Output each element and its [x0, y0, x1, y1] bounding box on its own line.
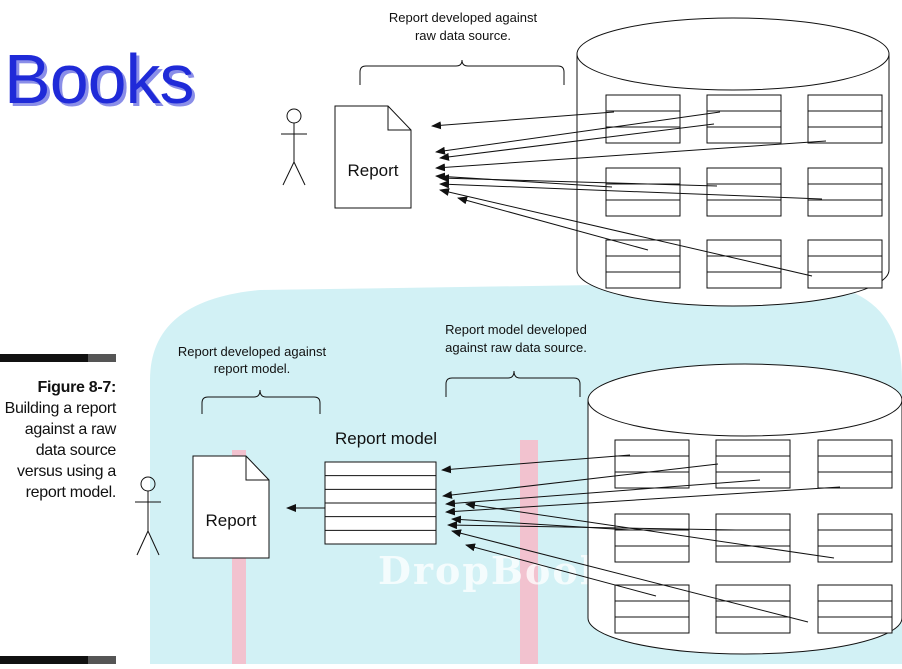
query-arrow	[439, 123, 715, 161]
figure-caption-text: Building a report against a raw data sou…	[4, 400, 117, 501]
bottom-query-arrows	[441, 454, 841, 623]
query-arrow	[439, 180, 823, 200]
db-table	[614, 584, 690, 634]
top-report-label: Report	[347, 161, 398, 180]
db-table	[706, 167, 782, 217]
query-arrow	[441, 454, 631, 474]
query-arrow	[439, 188, 813, 277]
bottom-section: Report developed against report model. R…	[135, 322, 902, 655]
query-arrow	[445, 479, 761, 508]
db-table	[817, 439, 893, 489]
top-user-stick-figure	[281, 108, 307, 186]
bottom-report-label: Report	[205, 511, 256, 530]
top-brace-label-line2: raw data source.	[415, 28, 511, 43]
report-model-grid	[324, 461, 437, 545]
bottom-left-brace-label-line2: report model.	[214, 361, 291, 376]
query-arrow	[431, 111, 615, 130]
query-arrow	[465, 501, 835, 559]
bottom-report-document-fold	[245, 456, 269, 481]
query-arrow	[445, 486, 841, 516]
watermark-books-text: Books	[4, 40, 195, 118]
bottom-right-brace-label-line2: against raw data source.	[445, 340, 587, 355]
db-table	[605, 239, 681, 289]
top-database-tables	[605, 94, 883, 289]
query-arrow	[451, 515, 631, 531]
bottom-report-document	[192, 455, 270, 559]
top-report-document-fold	[387, 106, 411, 131]
report-model-table	[324, 461, 437, 545]
top-report-document	[334, 105, 412, 209]
db-table	[706, 239, 782, 289]
query-arrow	[447, 521, 737, 531]
query-arrow	[451, 529, 809, 623]
query-arrow	[435, 172, 613, 188]
db-table	[807, 239, 883, 289]
db-table	[807, 94, 883, 144]
figure-label: Figure 8-7:	[37, 379, 117, 396]
watermark-stripe-right	[520, 440, 538, 664]
top-section: Report developed against raw data source…	[281, 10, 890, 307]
db-table	[614, 439, 690, 489]
query-arrow	[435, 111, 721, 155]
bottom-user-stick-figure	[135, 476, 161, 556]
query-arrow	[439, 174, 718, 187]
query-arrow	[442, 463, 719, 499]
bottom-database-tables	[614, 439, 893, 634]
top-brace	[359, 59, 565, 85]
query-arrow	[435, 140, 827, 172]
bottom-left-brace	[201, 389, 321, 414]
db-table	[807, 167, 883, 217]
figure-caption: Figure 8-7: Building a report against a …	[0, 377, 117, 503]
query-arrow	[457, 196, 649, 251]
db-table	[614, 513, 690, 563]
caption-top-rule	[0, 354, 116, 362]
db-table	[715, 513, 791, 563]
bottom-right-brace	[445, 370, 581, 397]
db-table	[817, 513, 893, 563]
bottom-right-brace-label-line1: Report model developed	[445, 322, 587, 337]
bottom-left-brace-label-line1: Report developed against	[178, 344, 327, 359]
caption-bottom-rule	[0, 656, 116, 664]
query-arrow	[465, 543, 657, 597]
top-brace-label-line1: Report developed against	[389, 10, 538, 25]
top-query-arrows	[431, 111, 827, 277]
report-model-label: Report model	[335, 429, 437, 448]
db-table	[706, 94, 782, 144]
db-table	[817, 584, 893, 634]
db-table	[715, 584, 791, 634]
